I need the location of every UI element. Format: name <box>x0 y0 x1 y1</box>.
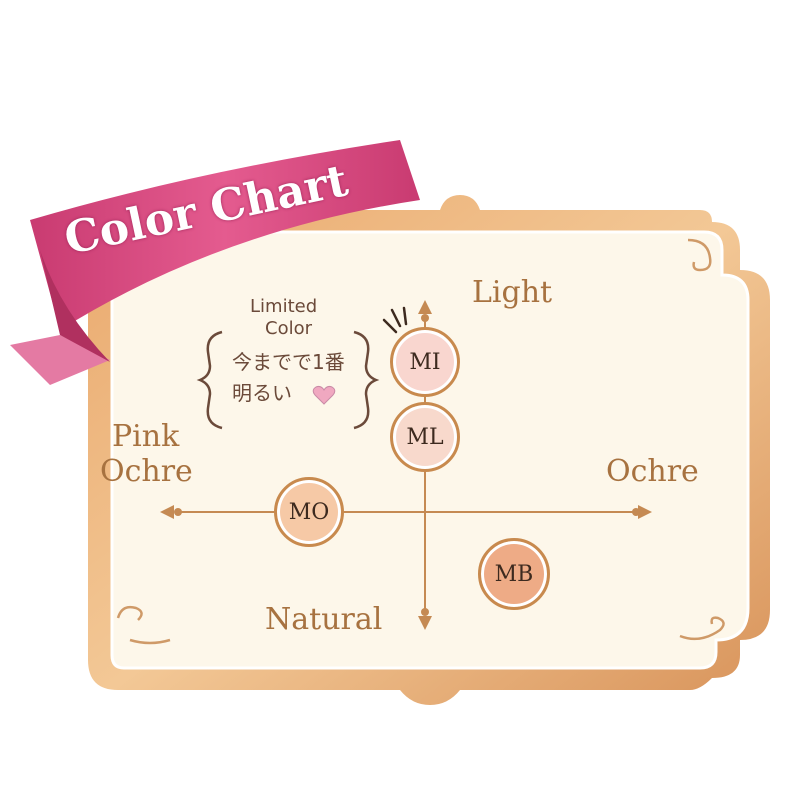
right-heart-icon <box>632 508 640 516</box>
bottom-heart-icon <box>421 608 429 616</box>
sparkle-lines-icon <box>382 306 408 334</box>
shade-mb: MB <box>478 538 550 610</box>
axis-label-left-line1: Pink <box>112 419 180 454</box>
axis-label-right: Ochre <box>606 454 699 489</box>
callout-line3: 今までで1番 <box>232 350 345 374</box>
right-arrow-icon <box>638 505 652 519</box>
ribbon-fold <box>40 250 110 362</box>
callout-line2: Color <box>265 318 312 339</box>
axis-label-bottom: Natural <box>265 602 383 637</box>
heart-icon <box>312 385 336 405</box>
shade-ml-label: ML <box>406 424 444 450</box>
right-brace-icon <box>353 330 380 430</box>
left-heart-icon <box>174 508 182 516</box>
shade-mi-label: MI <box>409 349 441 375</box>
shade-mb-label: MB <box>494 561 534 587</box>
shade-mo-label: MO <box>288 499 330 525</box>
ribbon-body <box>30 140 420 330</box>
shade-ml: ML <box>390 402 460 472</box>
axis-label-left-line2: Ochre <box>100 454 193 489</box>
shade-mi: MI <box>390 327 460 397</box>
callout-line1: Limited <box>250 296 318 317</box>
top-heart-icon <box>421 314 429 322</box>
corner-curl-bottom-right <box>679 616 725 641</box>
left-brace-icon <box>196 330 223 430</box>
shade-mo: MO <box>274 477 344 547</box>
callout-line4: 明るい <box>232 381 292 405</box>
bottom-arrow-icon <box>418 616 432 630</box>
left-arrow-icon <box>160 505 174 519</box>
axis-label-top: Light <box>472 275 553 310</box>
corner-curl-bottom-left <box>116 605 171 645</box>
corner-curl-top-right <box>687 238 712 272</box>
top-arrow-icon <box>418 300 432 314</box>
